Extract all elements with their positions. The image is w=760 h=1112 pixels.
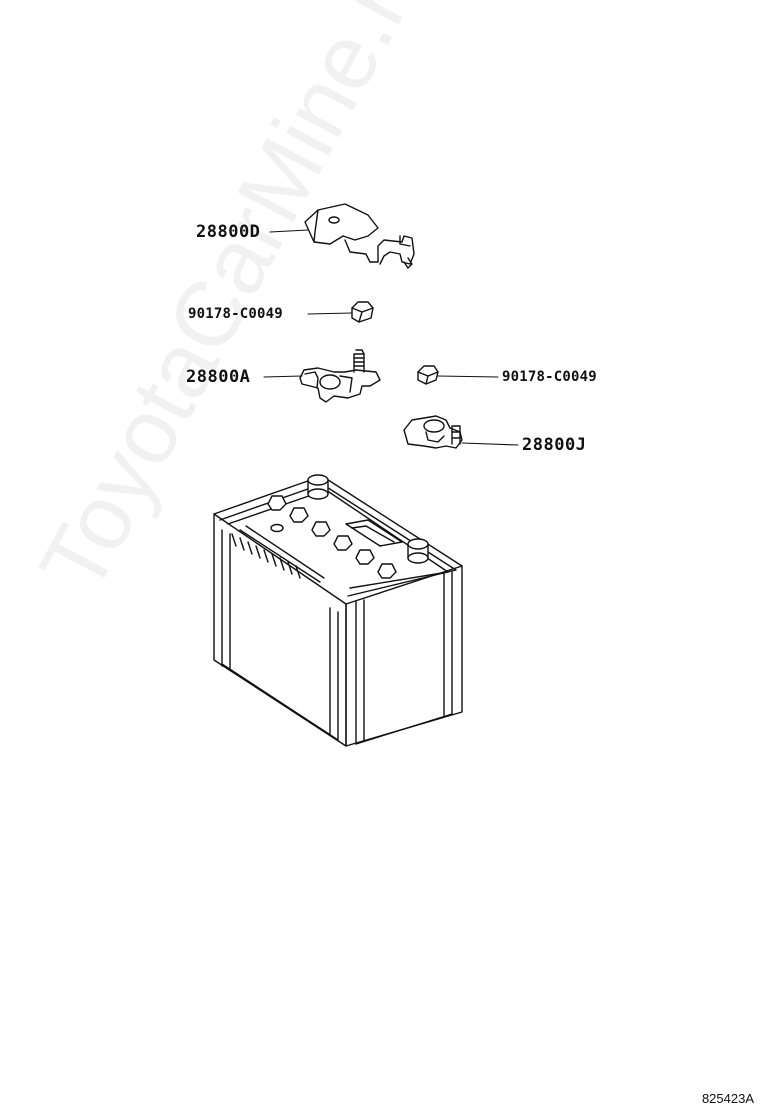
reference-code: 825423A: [701, 1091, 754, 1106]
terminal-cover-part: [304, 203, 415, 269]
callout-negative-clamp: 28800J: [522, 435, 587, 455]
callout-nut-right: 90178-C0049: [502, 369, 597, 385]
callout-positive-clamp: 28800A: [186, 367, 251, 387]
leader-positive-clamp: [263, 375, 303, 378]
leader-lines: [263, 229, 519, 446]
nut-upper-part: [351, 301, 374, 323]
leader-nut-right: [437, 375, 499, 378]
callout-terminal-cover: 28800D: [196, 222, 261, 242]
leader-negative-clamp: [461, 442, 519, 446]
callout-nut-upper: 90178-C0049: [188, 306, 283, 322]
leader-terminal-cover: [269, 229, 309, 233]
leader-nut-upper: [307, 312, 353, 315]
positive-clamp-part: [299, 349, 381, 403]
battery-part: [213, 474, 463, 747]
nut-right-part: [417, 365, 439, 385]
negative-clamp-part: [403, 415, 463, 449]
